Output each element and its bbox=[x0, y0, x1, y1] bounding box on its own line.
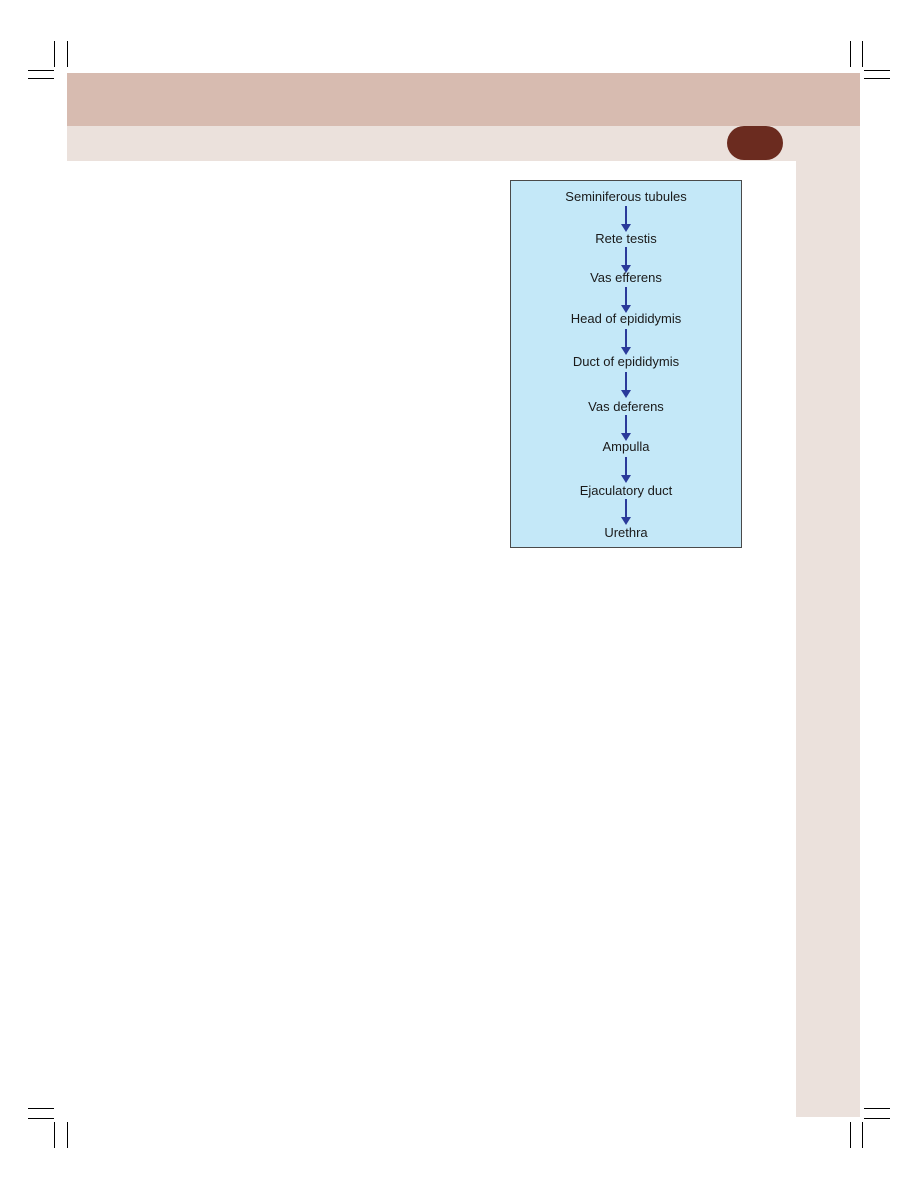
crop-mark bbox=[862, 41, 863, 67]
crop-mark bbox=[54, 1122, 55, 1148]
crop-mark bbox=[67, 41, 68, 67]
down-arrow-icon bbox=[621, 206, 631, 232]
down-arrow-icon bbox=[621, 372, 631, 398]
crop-mark bbox=[864, 70, 890, 71]
flow-step-vas-efferens: Vas efferens bbox=[590, 270, 662, 285]
header-band bbox=[67, 73, 860, 126]
sperm-pathway-flow-diagram: Seminiferous tubules Rete testis Vas eff… bbox=[510, 180, 742, 548]
down-arrow-icon bbox=[621, 415, 631, 441]
crop-mark bbox=[54, 41, 55, 67]
crop-mark bbox=[864, 78, 890, 79]
flow-step-ejaculatory-duct: Ejaculatory duct bbox=[579, 483, 673, 498]
crop-mark bbox=[67, 1122, 68, 1148]
flow-step-urethra: Urethra bbox=[604, 525, 648, 540]
crop-mark bbox=[864, 1108, 890, 1109]
down-arrow-icon bbox=[621, 457, 631, 483]
crop-mark bbox=[864, 1118, 890, 1119]
side-margin-band bbox=[796, 161, 860, 1117]
crop-mark bbox=[850, 41, 851, 67]
page-number-badge bbox=[727, 126, 783, 160]
crop-mark bbox=[28, 70, 54, 71]
flow-step-head-of-epididymis: Head of epididymis bbox=[570, 311, 682, 326]
flow-step-seminiferous-tubules: Seminiferous tubules bbox=[565, 189, 687, 204]
down-arrow-icon bbox=[621, 247, 631, 273]
crop-mark bbox=[28, 78, 54, 79]
crop-mark bbox=[28, 1118, 54, 1119]
down-arrow-icon bbox=[621, 329, 631, 355]
flow-step-vas-deferens: Vas deferens bbox=[588, 399, 664, 414]
down-arrow-icon bbox=[621, 499, 631, 525]
crop-mark bbox=[850, 1122, 851, 1148]
down-arrow-icon bbox=[621, 287, 631, 313]
flow-step-rete-testis: Rete testis bbox=[595, 231, 657, 246]
crop-mark bbox=[862, 1122, 863, 1148]
flow-step-ampulla: Ampulla bbox=[602, 439, 650, 454]
flow-step-duct-of-epididymis: Duct of epididymis bbox=[572, 354, 680, 369]
crop-mark bbox=[28, 1108, 54, 1109]
